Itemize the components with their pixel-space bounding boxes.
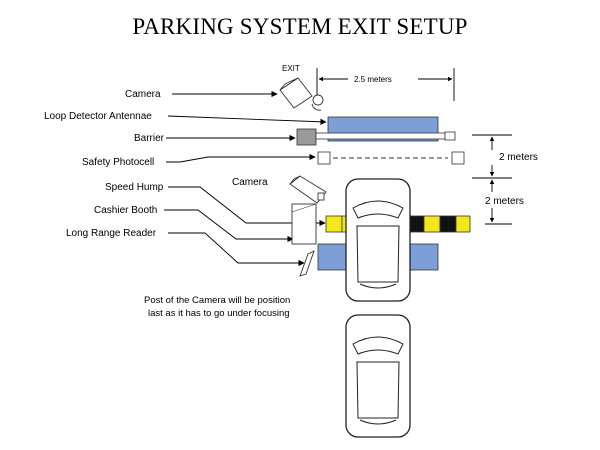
label-loop-detector: Loop Detector Antennae	[44, 111, 152, 122]
leader-loop-detector	[167, 115, 327, 125]
note-line-2: last as it has to go under focusing	[148, 308, 290, 319]
note-line-1: Post of the Camera will be position	[144, 295, 290, 306]
dimension-gap-2: 2 meters	[485, 196, 524, 207]
leader-safety-photocell	[166, 153, 316, 163]
car-1	[345, 178, 411, 302]
long-range-reader	[299, 250, 315, 277]
label-safety-photocell: Safety Photocell	[82, 157, 154, 168]
leader-cashier-booth	[164, 209, 294, 243]
car-2	[345, 314, 411, 438]
dimension-gap-1: 2 meters	[499, 152, 538, 163]
diagram-title: PARKING SYSTEM EXIT SETUP	[132, 14, 468, 39]
label-speed-hump: Speed Hump	[105, 182, 164, 193]
barrier-arm	[315, 132, 446, 140]
dimension-width	[316, 68, 455, 101]
cashier-booth	[291, 203, 317, 245]
camera-top	[279, 77, 324, 111]
barrier-arm-tip	[444, 131, 456, 141]
label-camera: Camera	[125, 89, 161, 100]
label-camera-2: Camera	[232, 177, 268, 188]
cashier-booth-roof	[291, 203, 317, 213]
leader-lines	[164, 90, 327, 267]
leader-speed-hump	[168, 186, 326, 227]
barrier-post	[296, 128, 317, 146]
photocell-right	[451, 151, 465, 165]
label-cashier-booth: Cashier Booth	[94, 205, 157, 216]
dimension-width-label: 2.5 meters	[354, 75, 392, 84]
camera-middle	[289, 175, 327, 204]
dimension-right	[472, 134, 512, 225]
leader-long-range-reader	[168, 232, 305, 267]
photocell-left	[317, 151, 331, 165]
label-barrier: Barrier	[134, 133, 165, 144]
exit-label: EXIT	[282, 64, 300, 73]
label-long-range-reader: Long Range Reader	[66, 228, 157, 239]
